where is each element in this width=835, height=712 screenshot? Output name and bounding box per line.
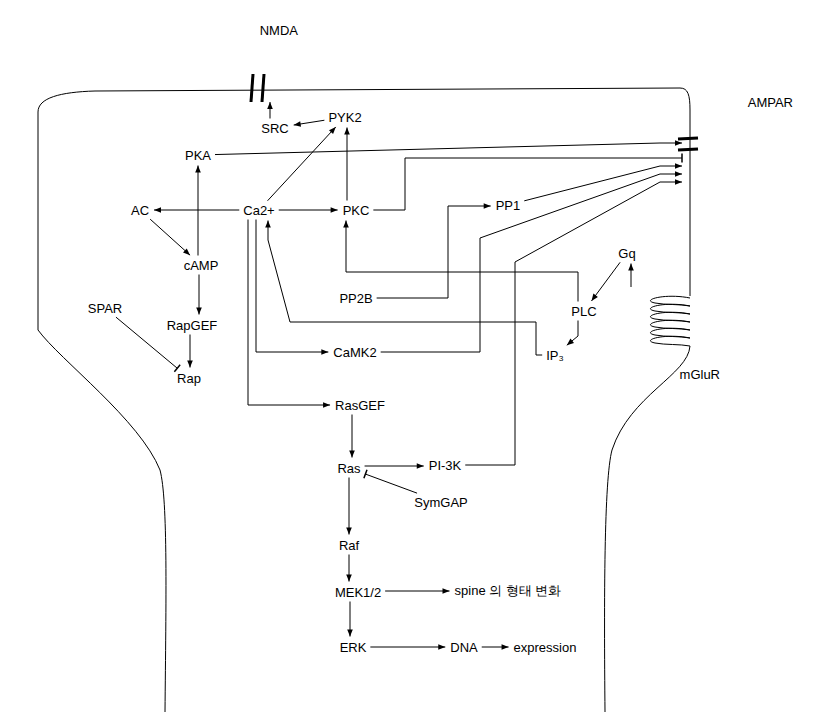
arrow-connector (347, 128, 348, 201)
arrow-connector (268, 221, 542, 356)
arrow-connector (349, 478, 350, 535)
arrow-connector (631, 264, 632, 288)
node-text: RasGEF (335, 398, 385, 413)
receptor-label: AMPAR (684, 92, 804, 188)
protein-label: Rap (174, 370, 204, 387)
protein-label: AC (128, 202, 152, 219)
arrow-connector (190, 335, 191, 368)
arrow-connector (591, 262, 620, 301)
arrow-connector (150, 219, 190, 255)
arrow-connector (365, 466, 424, 467)
arrow-connector (294, 120, 325, 125)
arrow-connector (198, 166, 199, 256)
node-text: cAMP (184, 258, 219, 273)
arrow-connector (385, 591, 449, 592)
protein-label: PI-3K (426, 457, 465, 474)
node-text: Raf (339, 538, 359, 553)
node-text: expression (514, 640, 577, 655)
protein-label: cAMP (181, 257, 222, 274)
node-text: NMDA (260, 23, 298, 38)
arrow-connector (270, 102, 271, 119)
protein-label: Ras (334, 460, 363, 477)
ampar-channel (678, 138, 698, 150)
protein-label: Gq (615, 245, 638, 262)
protein-label: ERK (337, 639, 370, 656)
protein-label: DNA (447, 639, 480, 656)
arrow-connector (248, 220, 330, 406)
arrow-connector (256, 220, 328, 353)
protein-label: IP₃ (543, 347, 567, 364)
effect-label: spine 의 형태 변화 (452, 582, 565, 599)
protein-label: SRC (258, 120, 291, 137)
arrow-connector (346, 221, 578, 302)
protein-label: PP1 (493, 197, 524, 214)
arrow-connector (381, 174, 682, 352)
arrow-connector (215, 143, 682, 155)
receptor-label: NMDA (243, 20, 305, 100)
cell-outline (605, 346, 690, 712)
node-text: Ca2+ (243, 203, 274, 218)
protein-label: MEK1/2 (332, 584, 384, 601)
node-text: MEK1/2 (335, 585, 381, 600)
arrow-connector (567, 321, 578, 346)
node-text: ERK (340, 640, 367, 655)
node-text: Rap (177, 371, 201, 386)
protein-label: Ca2+ (240, 202, 277, 219)
node-text: Ras (337, 461, 360, 476)
protein-label: RapGEF (164, 317, 221, 334)
node-text: PP1 (496, 198, 521, 213)
arrow-connector (154, 210, 239, 211)
effect-label: expression (511, 639, 580, 656)
protein-label: Raf (336, 537, 362, 554)
node-text: SPAR (88, 301, 122, 316)
protein-label: PYK2 (325, 109, 364, 126)
mglur-receptor (650, 296, 690, 346)
protein-label: CaMK2 (330, 344, 379, 361)
protein-label: SPAR (85, 300, 125, 317)
node-text: mGluR (680, 367, 720, 382)
node-text: SymGAP (414, 495, 467, 510)
arrow-connector (279, 210, 338, 211)
node-text: AMPAR (748, 95, 793, 110)
arrow-connector (465, 182, 682, 465)
protein-label: PP2B (336, 290, 375, 307)
node-text: PKC (343, 203, 370, 218)
node-text: PLC (571, 304, 596, 319)
node-text: spine 의 형태 변화 (455, 583, 562, 598)
arrow-connector (352, 415, 353, 458)
nmda-channel (251, 74, 264, 102)
node-text: RapGEF (167, 318, 218, 333)
node-text: PYK2 (328, 110, 361, 125)
node-text: PKA (185, 148, 211, 163)
cell-outline (38, 88, 690, 712)
node-text: IP₃ (546, 348, 564, 363)
protein-label: RasGEF (332, 397, 388, 414)
arrow-connector (199, 275, 200, 315)
arrow-connector (482, 647, 509, 648)
arrow-connector (373, 158, 682, 210)
arrow-connector (349, 555, 350, 582)
arrow-connector (377, 206, 491, 298)
protein-label: PKC (340, 202, 373, 219)
node-text: DNA (450, 640, 477, 655)
arrow-connector (370, 647, 445, 648)
node-text: SRC (261, 121, 288, 136)
arrow-connector (365, 474, 417, 493)
arrow-connector (268, 127, 336, 201)
node-text: Gq (618, 246, 635, 261)
protein-label: PLC (568, 303, 599, 320)
receptor-label: mGluR (620, 288, 730, 385)
node-text: PI-3K (429, 458, 462, 473)
node-text: CaMK2 (333, 345, 376, 360)
node-text: AC (131, 203, 149, 218)
protein-label: SymGAP (411, 494, 470, 511)
node-text: PP2B (339, 291, 372, 306)
protein-label: PKA (182, 147, 214, 164)
arrow-connector (350, 602, 351, 637)
